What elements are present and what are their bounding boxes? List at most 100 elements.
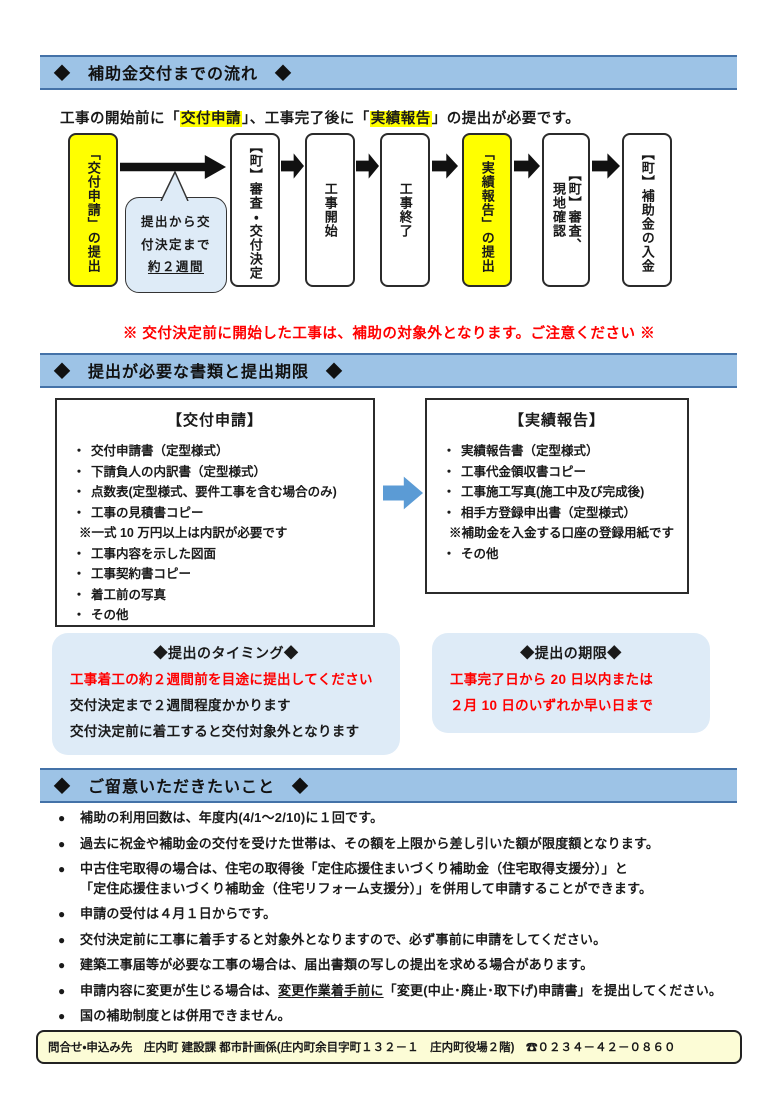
- flow-step-application: 「交付申請」の提出: [68, 133, 118, 287]
- list-item: ・ 下請負人の内訳書（定型様式）: [57, 462, 373, 483]
- flow-arrow-icon: [356, 153, 379, 179]
- list-item: ・ その他: [57, 605, 373, 626]
- bullet-circle-icon: ●: [58, 983, 66, 998]
- note-text: 建築工事届等が必要な工事の場合は、届出書類の写しの提出を求める場合があります。: [80, 957, 594, 972]
- callout-tail: [160, 171, 189, 201]
- note-item: ● 中古住宅取得の場合は、住宅の取得後「定住応援住まいづくり補助金（住宅取得支援…: [58, 859, 752, 898]
- list-item-note: ※一式 10 万円以上は内訳が必要です: [57, 523, 373, 544]
- list-item-text: 下請負人の内訳書（定型様式）: [91, 464, 267, 479]
- note-text: 国の補助制度とは併用できません。: [80, 1008, 291, 1023]
- list-item: ・ 工事の見積書コピー: [57, 503, 373, 524]
- intro-mid: 」、工事完了後に「: [242, 110, 370, 127]
- list-item: ・ 点数表(定型様式、要件工事を含む場合のみ): [57, 482, 373, 503]
- bullet-circle-icon: ●: [58, 958, 66, 972]
- bullet-circle-icon: ●: [58, 862, 66, 876]
- deadline-title: ◆提出の期限◆: [520, 645, 622, 661]
- deadline-info-box: ◆提出の期限◆ 工事完了日から 20 日以内または ２月 10 日のいずれか早い…: [432, 633, 710, 733]
- flow-step-label: 「交付申請」の提出: [85, 147, 101, 273]
- timing-info-box: ◆提出のタイミング◆ 工事着工の約２週間前を目途に提出してください 交付決定まで…: [52, 633, 400, 755]
- list-item-text: ※一式 10 万円以上は内訳が必要です: [79, 526, 288, 540]
- section-title-flow: ◆ 補助金交付までの流れ ◆: [40, 55, 737, 90]
- flow-step-work-start: 工事開始: [305, 133, 355, 287]
- list-item-text: その他: [91, 608, 129, 622]
- list-item: ・ 工事施工写真(施工中及び完成後): [427, 482, 687, 503]
- flow-arrow-icon: [514, 153, 540, 179]
- note-item: ● 申請内容に変更が生じる場合は、変更作業着手前に「変更(中止･廃止･取下げ)申…: [58, 981, 752, 1001]
- list-item-text: 工事施工写真(施工中及び完成後): [461, 485, 645, 499]
- flow-arrow-icon: [592, 153, 620, 179]
- deadline-line-2: ２月 10 日のいずれか早い日まで: [450, 698, 654, 713]
- warning-text: ※ 交付決定前に開始した工事は、補助の対象外となります。ご注意ください ※: [122, 326, 656, 342]
- section-title-documents: ◆ 提出が必要な書類と提出期限 ◆: [40, 353, 737, 388]
- note-text: 中古住宅取得の場合は、住宅の取得後「定住応援住まいづくり補助金（住宅取得支援分）…: [80, 861, 653, 896]
- flow-step-work-end: 工事終了: [380, 133, 430, 287]
- timing-line-2: 交付決定まで２週間程度かかります: [70, 698, 291, 713]
- flow-step-town-inspection: 【町】審査、 現地確認: [542, 133, 590, 287]
- note-text: 補助の利用回数は、年度内(4/1～2/10)に１回です。: [80, 810, 384, 825]
- bullet-dot: ・: [72, 546, 86, 561]
- flow-step-label: 工事終了: [397, 182, 413, 238]
- report-documents-box: 【実績報告】 ・ 実績報告書（定型様式） ・ 工事代金領収書コピー ・ 工事施工…: [425, 398, 689, 594]
- flow-step-payment: 【町】補助金の入金: [622, 133, 672, 287]
- note-text: 申請内容に変更が生じる場合は、変更作業着手前に「変更(中止･廃止･取下げ)申請書…: [80, 981, 722, 1001]
- bullet-dot: ・: [72, 567, 86, 581]
- bullet-dot: ・: [72, 464, 86, 479]
- bullet-dot: ・: [442, 444, 456, 458]
- note-item: ● 建築工事届等が必要な工事の場合は、届出書類の写しの提出を求める場合があります…: [58, 955, 752, 975]
- flow-step-label: 【町】補助金の入金: [639, 147, 655, 273]
- intro-pre: 工事の開始前に「: [60, 110, 180, 127]
- list-item: ・ 実績報告書（定型様式）: [427, 441, 687, 462]
- note-item: ● 申請の受付は４月１日からです。: [58, 904, 752, 924]
- bullet-circle-icon: ●: [58, 811, 66, 825]
- contact-footer: 問合せ・申込み先 庄内町 建設課 都市計画係(庄内町余目字町１３２－１ 庄内町役…: [36, 1030, 742, 1064]
- list-item: ・ 着工前の写真: [57, 585, 373, 606]
- note-item: ● 過去に祝金や補助金の交付を受けた世帯は、その額を上限から差し引いた額が限度額…: [58, 834, 752, 854]
- list-item-text: 着工前の写真: [91, 587, 167, 602]
- bullet-dot: ・: [72, 444, 86, 458]
- list-item: ・ 工事契約書コピー: [57, 564, 373, 585]
- list-item-text: 相手方登録申出書（定型様式）: [461, 505, 637, 520]
- flow-step-label: 【町】審査・交付決定: [247, 140, 263, 280]
- report-box-title: 【実績報告】: [508, 412, 605, 429]
- bullet-dot: ・: [442, 485, 456, 499]
- flow-callout-bubble: 提出から交 付決定まで 約２週間: [125, 197, 227, 293]
- bullet-circle-icon: ●: [58, 1009, 66, 1023]
- callout-duration: 約２週間: [147, 260, 204, 275]
- flow-step-label: 「実績報告」の提出: [479, 147, 495, 273]
- list-item: ・ 相手方登録申出書（定型様式）: [427, 503, 687, 524]
- flow-step-label: 【町】審査、 現地確認: [551, 168, 582, 252]
- timing-title: ◆提出のタイミング◆: [153, 645, 299, 661]
- list-item: ・ 交付申請書（定型様式）: [57, 441, 373, 462]
- bullet-circle-icon: ●: [58, 932, 66, 947]
- application-box-title: 【交付申請】: [166, 412, 263, 429]
- note-item: ● 国の補助制度とは併用できません。: [58, 1006, 752, 1026]
- section-title-notes: ◆ ご留意いただきたいこと ◆: [40, 768, 737, 803]
- flow-diagram: 「交付申請」の提出 提出から交 付決定まで 約２週間 【町】審査・交付決定 工事…: [40, 133, 740, 305]
- flow-step-label: 工事開始: [322, 182, 338, 238]
- list-item-text: 工事内容を示した図面: [91, 546, 217, 561]
- list-item-text: 点数表(定型様式、要件工事を含む場合のみ): [91, 485, 337, 499]
- list-item-text: 実績報告書（定型様式）: [461, 444, 599, 458]
- flow-step-town-review: 【町】審査・交付決定: [230, 133, 280, 287]
- bullet-dot: ・: [442, 505, 456, 520]
- timing-line-3: 交付決定前に着工すると交付対象外となります: [70, 724, 360, 739]
- right-arrow-icon: [383, 476, 423, 510]
- note-text: 過去に祝金や補助金の交付を受けた世帯は、その額を上限から差し引いた額が限度額とな…: [80, 835, 660, 851]
- timing-line-1: 工事着工の約２週間前を目途に提出してください: [70, 672, 373, 687]
- list-item: ・ 工事代金領収書コピー: [427, 462, 687, 483]
- notes-list: ● 補助の利用回数は、年度内(4/1～2/10)に１回です。 ● 過去に祝金や補…: [58, 808, 752, 1032]
- bullet-dot: ・: [72, 485, 86, 499]
- flow-arrow-icon: [432, 153, 458, 179]
- application-documents-box: 【交付申請】 ・ 交付申請書（定型様式） ・ 下請負人の内訳書（定型様式） ・ …: [55, 398, 375, 627]
- bullet-dot: ・: [442, 464, 456, 479]
- list-item-text: 工事契約書コピー: [91, 567, 192, 581]
- note-text-underlined: 変更作業着手前に: [278, 982, 384, 998]
- note-item: ● 補助の利用回数は、年度内(4/1～2/10)に１回です。: [58, 808, 752, 828]
- note-text-post: 「変更(中止･廃止･取下げ)申請書」を提出してください。: [383, 982, 723, 998]
- bullet-circle-icon: ●: [58, 907, 66, 921]
- deadline-line-1: 工事完了日から 20 日以内または: [450, 672, 654, 687]
- documents-area: 【交付申請】 ・ 交付申請書（定型様式） ・ 下請負人の内訳書（定型様式） ・ …: [55, 398, 735, 628]
- note-text: 交付決定前に工事に着手すると対象外となりますので、必ず事前に申請をしてください。: [80, 931, 607, 947]
- bullet-dot: ・: [72, 608, 86, 622]
- bullet-dot: ・: [72, 505, 86, 520]
